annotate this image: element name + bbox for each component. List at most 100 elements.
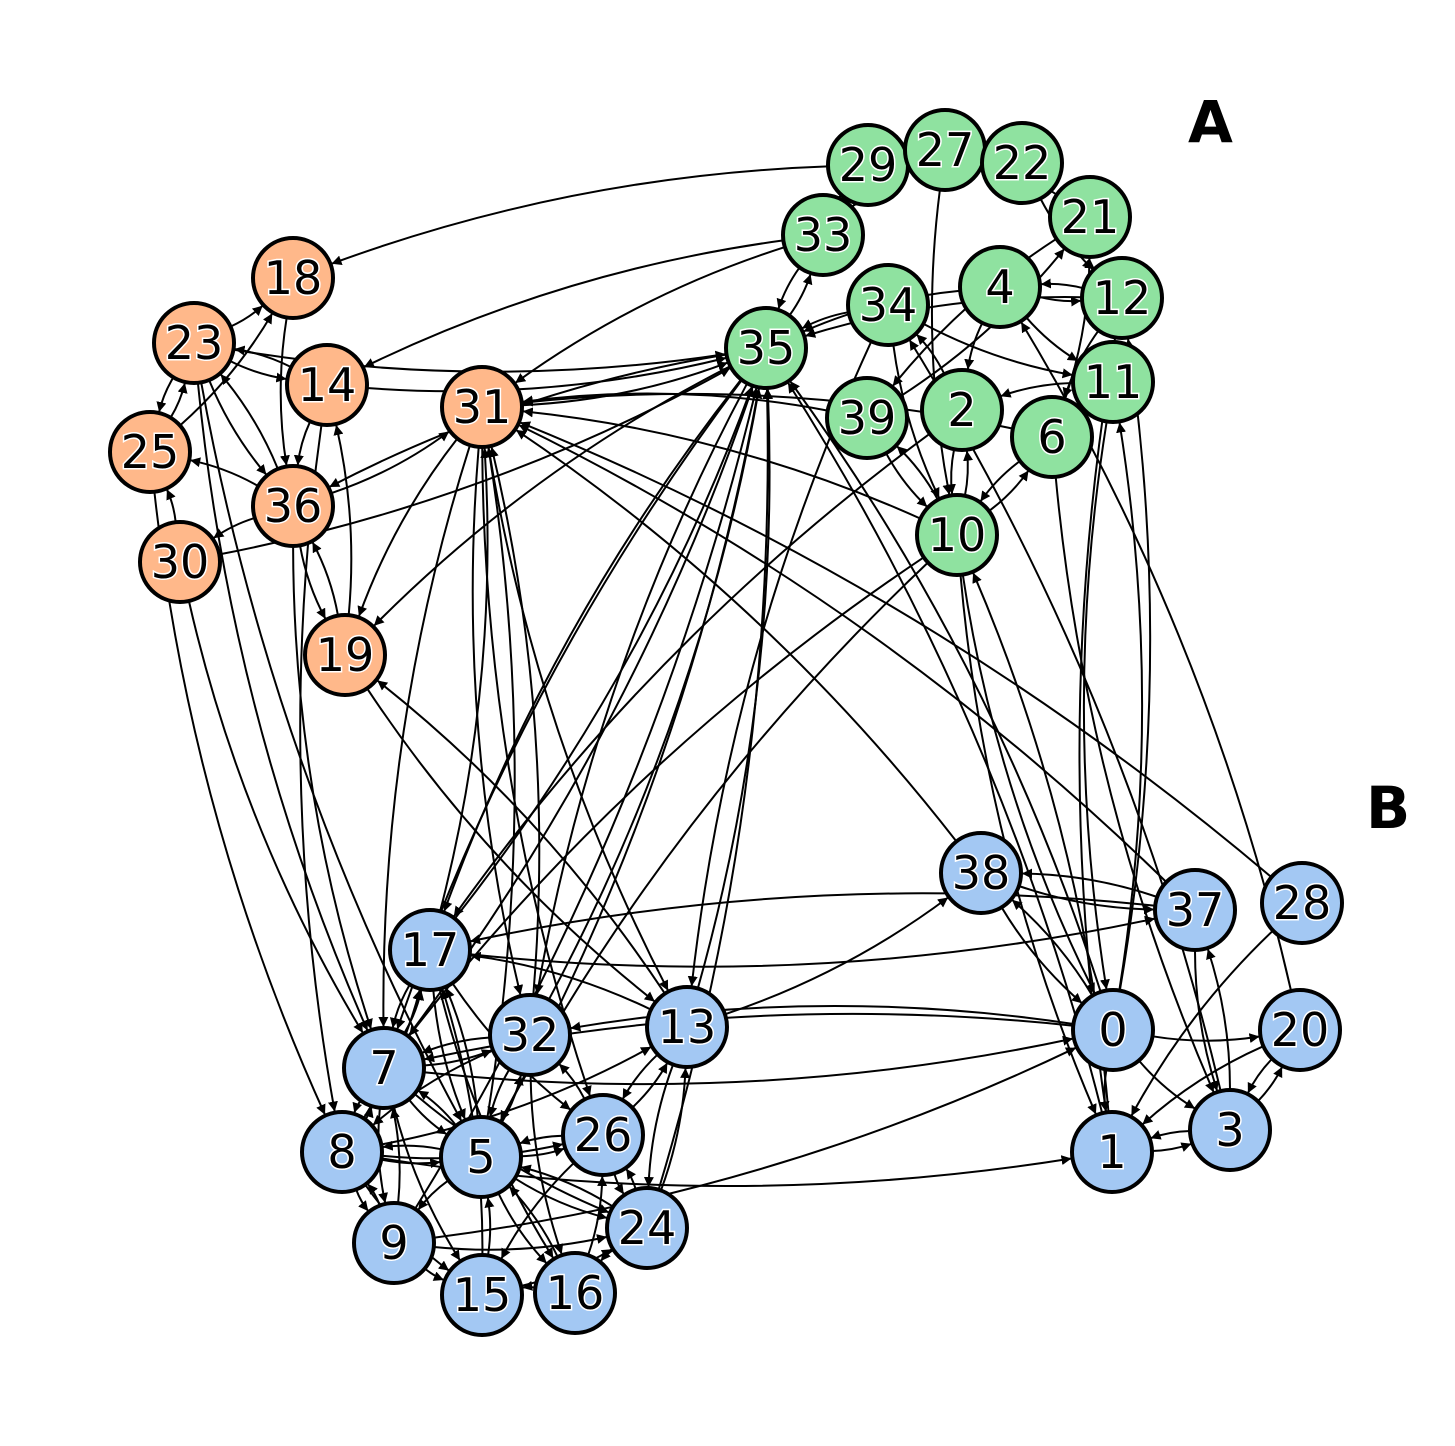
node-circle-17: [388, 908, 472, 992]
edge-36-to-30: [212, 516, 256, 540]
edge-10-to-2: [963, 450, 974, 496]
edge-5-to-16: [497, 1192, 548, 1265]
edge-38-to-0: [1000, 906, 1083, 1004]
edge-0-to-3: [1138, 1059, 1196, 1110]
edge-5-to-32: [500, 1074, 524, 1124]
node-label-25: 25: [121, 425, 180, 479]
node-label-32: 32: [501, 1008, 560, 1062]
node-19: 19: [303, 613, 387, 697]
edge-1-to-3: [1151, 1142, 1192, 1152]
node-label-35: 35: [737, 321, 796, 375]
node-20: 20: [1258, 988, 1342, 1072]
edge-31-to-26: [481, 446, 592, 1097]
edge-16-to-26: [587, 1175, 608, 1256]
edge-17-to-7: [389, 983, 411, 1029]
edge-5-to-26: [520, 1147, 565, 1158]
node-24: 24: [605, 1186, 689, 1270]
edge-0-to-1: [1099, 1069, 1110, 1112]
node-label-27: 27: [916, 123, 975, 177]
node-circle-14: [285, 343, 369, 427]
edge-23-to-18: [230, 304, 264, 328]
edge-11-to-2: [1000, 382, 1074, 398]
node-circle-38: [939, 831, 1023, 915]
node-label-22: 22: [993, 136, 1052, 190]
node-label-20: 20: [1271, 1003, 1330, 1057]
node-label-23: 23: [165, 316, 224, 370]
node-circle-6: [1010, 395, 1094, 479]
node-22: 22: [980, 121, 1064, 205]
edge-35-to-33: [788, 273, 813, 317]
node-circle-11: [1071, 340, 1155, 424]
edge-14-to-36: [293, 420, 312, 466]
edge-6-to-3: [1054, 476, 1215, 1093]
edge-3-to-37: [1206, 948, 1232, 1091]
node-7: 7: [342, 1026, 426, 1110]
node-circle-2: [920, 368, 1004, 452]
node-circle-32: [488, 993, 572, 1077]
edge-24-to-13: [659, 1067, 691, 1191]
node-circle-15: [440, 1253, 524, 1337]
edge-7-to-32: [423, 1049, 493, 1067]
edge-5-to-9: [417, 1179, 450, 1211]
panel-label-b: B: [1366, 774, 1410, 842]
edge-7-to-5: [408, 1098, 448, 1136]
node-circle-25: [108, 410, 192, 494]
edge-29-to-18: [331, 165, 829, 266]
edge-0-to-20: [1152, 1033, 1260, 1044]
edge-30-to-7: [187, 600, 364, 1034]
node-11: 11: [1071, 340, 1155, 424]
edge-39-to-31: [522, 392, 828, 412]
node-9: 9: [352, 1201, 436, 1285]
edge-8-to-5: [381, 1158, 441, 1169]
edge-31-to-19: [357, 437, 459, 617]
node-circle-0: [1071, 988, 1155, 1072]
edge-6-to-10: [979, 460, 1021, 502]
node-8: 8: [300, 1110, 384, 1194]
edge-34-to-11: [922, 322, 1073, 379]
edge-32-to-5: [487, 1068, 511, 1118]
node-label-5: 5: [466, 1130, 495, 1184]
node-label-11: 11: [1084, 355, 1143, 409]
edge-34-to-35: [801, 311, 849, 330]
edge-20-to-3: [1247, 1058, 1273, 1094]
edge-24-to-26: [625, 1168, 637, 1190]
edge-35-to-19: [373, 365, 731, 627]
edge-27-to-10: [930, 189, 953, 495]
edge-31-to-35: [521, 361, 729, 407]
edge-0-to-38: [1011, 899, 1094, 997]
node-13: 13: [645, 985, 729, 1069]
node-label-8: 8: [327, 1125, 356, 1179]
edge-26-to-15: [500, 1161, 575, 1260]
node-27: 27: [903, 108, 987, 192]
edge-1-to-35: [787, 382, 1104, 1114]
edge-36-to-19: [299, 545, 327, 620]
node-28: 28: [1260, 861, 1344, 945]
edge-23-to-25: [156, 376, 175, 413]
node-circle-12: [1080, 256, 1164, 340]
node-35: 35: [724, 306, 808, 390]
node-16: 16: [533, 1251, 617, 1335]
edge-10-to-7: [408, 556, 925, 1037]
node-31: 31: [440, 365, 524, 449]
edge-17-to-5: [432, 989, 466, 1120]
node-15: 15: [440, 1253, 524, 1337]
edge-25-to-18: [179, 312, 274, 427]
node-circle-34: [846, 263, 930, 347]
edge-4-to-11: [1025, 316, 1079, 362]
node-circle-20: [1258, 988, 1342, 1072]
node-label-39: 39: [838, 391, 897, 445]
node-5: 5: [439, 1115, 523, 1199]
node-4: 4: [958, 245, 1042, 329]
edge-3-to-20: [1257, 1066, 1283, 1102]
node-circle-1: [1070, 1110, 1154, 1194]
edge-23-to-5: [200, 382, 463, 1122]
node-circle-19: [303, 613, 387, 697]
edge-33-to-14: [363, 239, 784, 368]
edge-23-to-7: [196, 382, 369, 1031]
edge-37-to-17: [469, 892, 1156, 945]
node-circle-13: [645, 985, 729, 1069]
edge-13-to-26: [621, 1053, 659, 1100]
edge-18-to-36: [279, 317, 290, 466]
